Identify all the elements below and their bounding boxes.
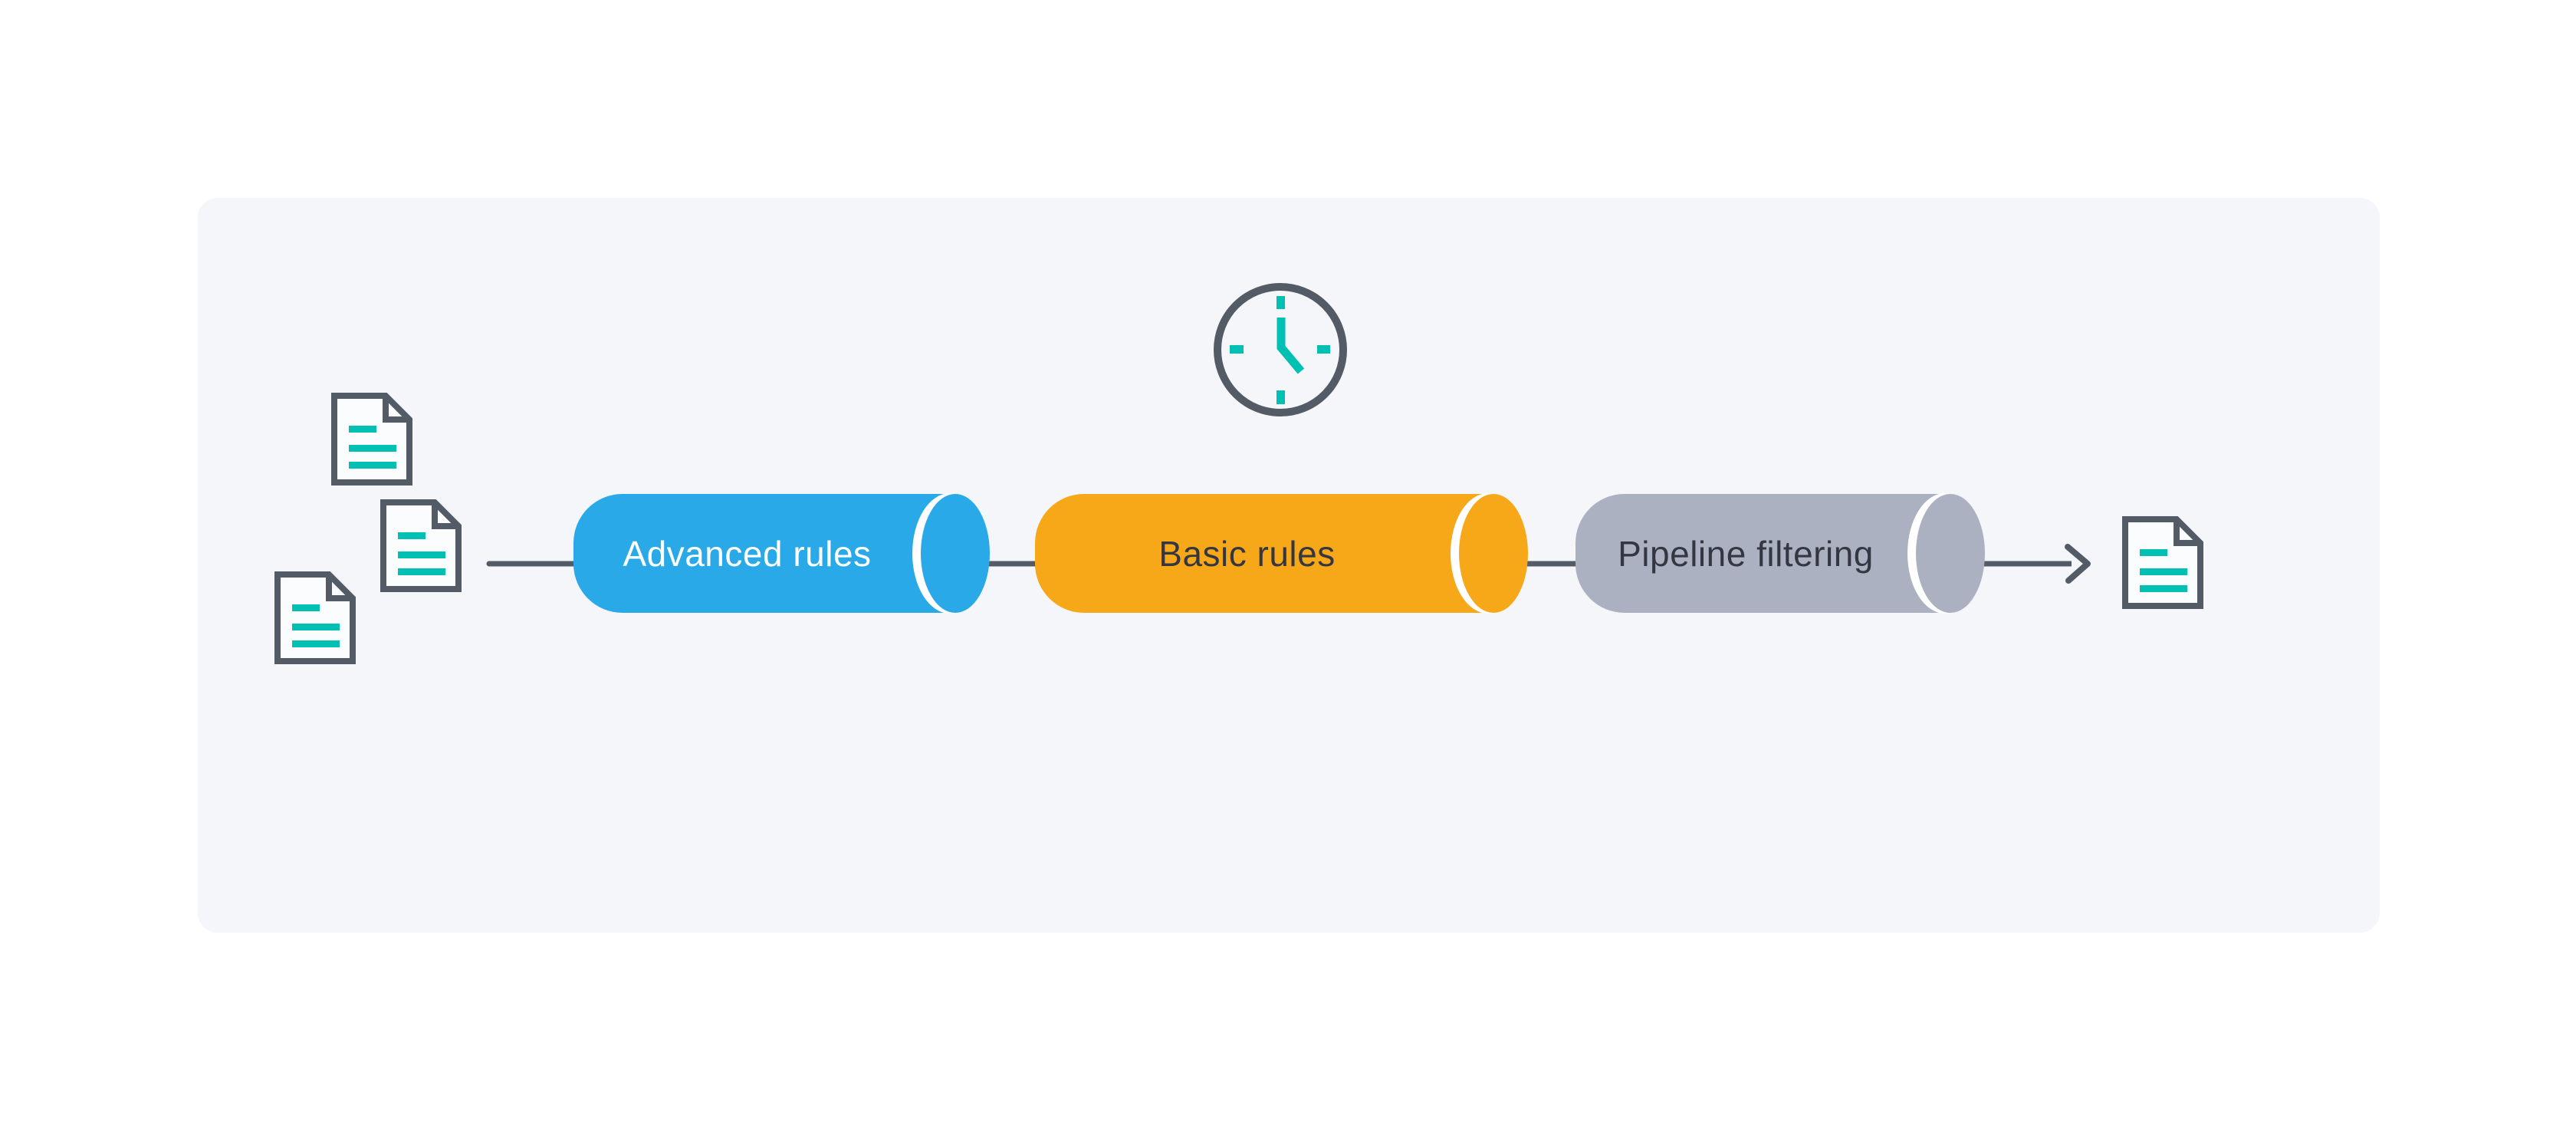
cylinder-pipeline-filtering xyxy=(1576,493,1985,614)
arrowhead-icon xyxy=(2065,544,2091,584)
diagram-panel: Advanced rules Basic rules Pipeline filt… xyxy=(198,198,2380,933)
clock-tick-3 xyxy=(1317,345,1330,354)
input-document-icon-3 xyxy=(278,574,353,661)
clock-tick-6 xyxy=(1276,390,1285,404)
clock-tick-9 xyxy=(1230,345,1244,354)
diagram-scene xyxy=(198,283,2380,933)
cylinder-cap xyxy=(921,494,990,613)
cylinder-basic-rules xyxy=(1035,493,1528,614)
input-document-icon-2 xyxy=(383,502,458,589)
cylinder-advanced-rules xyxy=(573,493,990,614)
stage-label-advanced-rules: Advanced rules xyxy=(623,534,872,574)
stage-label-pipeline-filtering: Pipeline filtering xyxy=(1618,534,1874,574)
cylinder-cap xyxy=(1459,494,1528,613)
cylinder-cap xyxy=(1916,494,1985,613)
clock-tick-12 xyxy=(1276,296,1285,309)
output-document-icon xyxy=(2125,519,2200,606)
clock-hands xyxy=(1276,318,1305,374)
input-document-icon-1 xyxy=(334,396,409,482)
stage-label-basic-rules: Basic rules xyxy=(1158,534,1336,574)
clock-icon xyxy=(1214,283,1347,416)
